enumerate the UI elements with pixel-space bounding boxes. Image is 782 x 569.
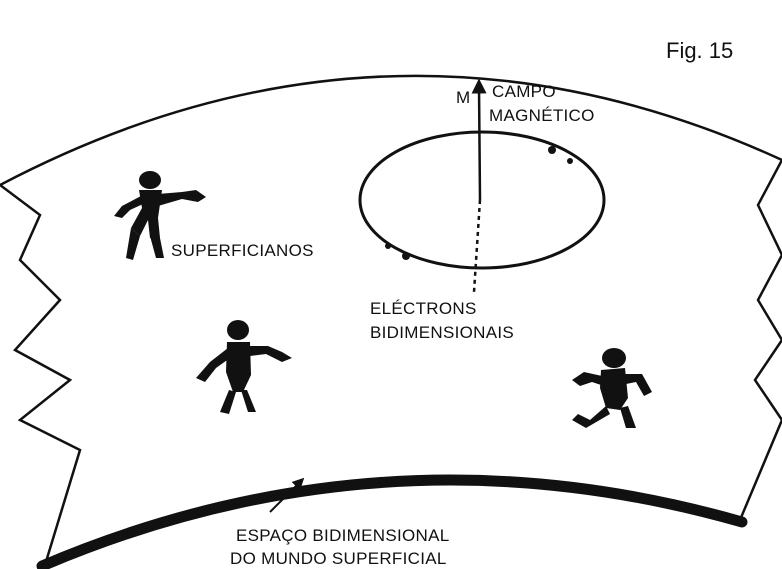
magnetic-vector-letter: M xyxy=(456,88,470,107)
magnetic-field-label-line2: MAGNÉTICO xyxy=(489,106,595,125)
electron-dot xyxy=(385,243,391,249)
surface-space-label-line2: DO MUNDO SUPERFICIAL xyxy=(230,549,447,568)
superficianos-label: SUPERFICIANOS xyxy=(171,241,314,260)
surface-bottom-edge xyxy=(36,474,748,569)
electron-dot xyxy=(567,158,573,164)
surface-space-label-line1: ESPAÇO BIDIMENSIONAL xyxy=(236,526,450,545)
superficiano-figure xyxy=(572,348,652,428)
figure-number-label: Fig. 15 xyxy=(666,38,733,63)
magnetic-field-label-line1: CAMPO xyxy=(492,82,556,101)
surface-sheet-outline xyxy=(0,74,782,568)
electrons-label-line2: BIDIMENSIONAIS xyxy=(370,323,514,342)
electrons-label-line1: ELÉCTRONS xyxy=(370,299,477,318)
magnetic-field-arrow xyxy=(471,78,487,201)
electron-dot xyxy=(402,252,410,260)
electron-dot xyxy=(548,146,556,154)
surface-pointer-arrow xyxy=(269,477,305,513)
electron-orbit xyxy=(358,130,606,270)
superficiano-figure xyxy=(196,320,292,414)
superficiano-figure xyxy=(114,171,206,260)
